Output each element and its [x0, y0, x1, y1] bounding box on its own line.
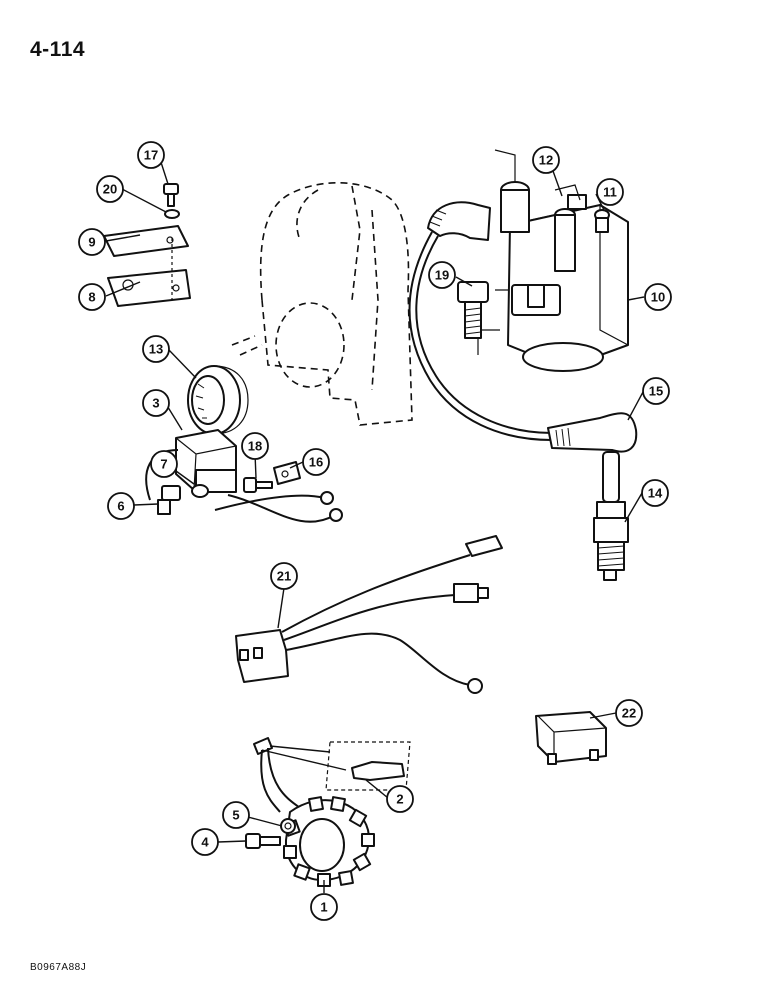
module-bolt-and-washer — [157, 484, 209, 515]
callout-14: 14 — [641, 479, 669, 507]
leader-lines — [105, 155, 645, 893]
svg-text:20: 20 — [103, 182, 117, 197]
callout-2: 2 — [386, 785, 414, 813]
svg-text:11: 11 — [603, 185, 617, 200]
svg-text:4: 4 — [201, 835, 209, 850]
stator-assembly — [260, 747, 375, 887]
svg-text:17: 17 — [144, 148, 158, 163]
callout-4: 4 — [191, 828, 219, 856]
svg-text:5: 5 — [232, 808, 239, 823]
svg-text:18: 18 — [248, 439, 262, 454]
callout-8: 8 — [78, 283, 106, 311]
spark-plug — [593, 451, 629, 581]
svg-text:10: 10 — [651, 290, 665, 305]
ground-screw-and-clip — [243, 461, 301, 493]
svg-text:16: 16 — [309, 455, 323, 470]
callout-7: 7 — [150, 450, 178, 478]
svg-text:9: 9 — [88, 235, 95, 250]
callout-5: 5 — [222, 801, 250, 829]
oil-seal — [187, 365, 249, 435]
figure-code: B0967A88J — [30, 962, 87, 973]
ignition-coil — [477, 149, 629, 372]
callout-17: 17 — [137, 141, 165, 169]
mounting-plates — [103, 225, 191, 307]
svg-text:19: 19 — [435, 268, 449, 283]
callout-19: 19 — [428, 261, 456, 289]
callout-21: 21 — [270, 562, 298, 590]
svg-text:15: 15 — [649, 384, 663, 399]
callout-9: 9 — [78, 228, 106, 256]
callout-11: 11 — [596, 178, 624, 206]
callout-6: 6 — [107, 492, 135, 520]
callout-15: 15 — [642, 377, 670, 405]
svg-text:22: 22 — [622, 706, 636, 721]
screw-and-washer — [163, 183, 180, 219]
callout-12: 12 — [532, 146, 560, 174]
svg-text:7: 7 — [160, 457, 167, 472]
coil-mounting-bolt — [457, 281, 489, 339]
callout-10: 10 — [644, 283, 672, 311]
callout-16: 16 — [302, 448, 330, 476]
svg-text:1: 1 — [320, 900, 327, 915]
high-tension-lead — [408, 201, 638, 453]
svg-text:12: 12 — [539, 153, 553, 168]
svg-text:8: 8 — [88, 290, 95, 305]
svg-text:21: 21 — [277, 569, 291, 584]
terminal-connector — [253, 737, 411, 791]
callout-1: 1 — [310, 893, 338, 921]
callout-13: 13 — [142, 335, 170, 363]
callout-18: 18 — [241, 432, 269, 460]
terminal-cover — [535, 711, 607, 765]
svg-text:6: 6 — [117, 499, 124, 514]
svg-text:13: 13 — [149, 342, 163, 357]
callout-20: 20 — [96, 175, 124, 203]
callout-22: 22 — [615, 699, 643, 727]
wiring-harness — [235, 535, 503, 694]
engine-housing-outline — [231, 182, 413, 426]
ignition-module — [145, 429, 343, 523]
page-number: 4-114 — [30, 38, 86, 61]
svg-text:3: 3 — [152, 396, 159, 411]
callout-3: 3 — [142, 389, 170, 417]
svg-text:2: 2 — [396, 792, 403, 807]
svg-text:14: 14 — [648, 486, 663, 501]
